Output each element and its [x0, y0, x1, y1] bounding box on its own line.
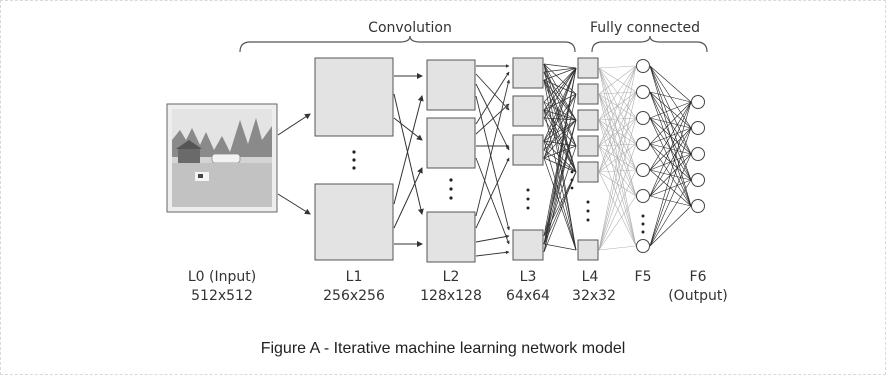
- f5-neuron: [636, 163, 650, 177]
- l2-map: [426, 211, 476, 263]
- layer-name-l1: L1: [346, 269, 363, 285]
- f6-neuron: [691, 199, 705, 213]
- fully-connected-label: Fully connected: [590, 20, 700, 36]
- layer-name-f5: F5: [635, 269, 652, 285]
- figure-caption: Figure A - Iterative machine learning ne…: [260, 340, 626, 357]
- l1-map: [314, 57, 394, 137]
- layer-name-l2: L2: [443, 269, 460, 285]
- layer-size-l3: 64x64: [506, 288, 550, 304]
- f5-neuron: [636, 85, 650, 99]
- f6-neuron: [691, 121, 705, 135]
- layer-size-l2: 128x128: [420, 288, 482, 304]
- convolution-label: Convolution: [368, 20, 452, 36]
- f5-neuron: [636, 59, 650, 73]
- f5-neuron: [636, 189, 650, 203]
- f6-neuron: [691, 173, 705, 187]
- layer-name-l3: L3: [520, 269, 537, 285]
- l2-map: [426, 117, 476, 169]
- l4-map: [577, 83, 599, 105]
- l2-map: [426, 59, 476, 111]
- fully-connected-brace: [591, 35, 708, 53]
- l3-map: [512, 134, 544, 166]
- f5-neuron: [636, 111, 650, 125]
- layer-size-l4: 32x32: [572, 288, 616, 304]
- l4-map: [577, 57, 599, 79]
- layer-size-l0: 512x512: [191, 288, 253, 304]
- l3-map: [512, 57, 544, 89]
- network-diagram: Convolution Fully connected: [166, 20, 728, 304]
- l4-map: [577, 109, 599, 131]
- l3-map: [512, 229, 544, 261]
- layer-size-l1: 256x256: [323, 288, 385, 304]
- layer-name-l4: L4: [582, 269, 599, 285]
- l4-map: [577, 135, 599, 157]
- l4-map: [577, 161, 599, 183]
- input-image: [166, 103, 278, 213]
- l1-map: [314, 183, 394, 261]
- f5-neuron: [636, 239, 650, 253]
- layer-name-f6: F6: [690, 269, 707, 285]
- f5-neuron: [636, 137, 650, 151]
- layer-name-l0: L0 (Input): [188, 269, 256, 285]
- l4-map: [577, 239, 599, 261]
- f6-neuron: [691, 147, 705, 161]
- convolution-brace: [239, 35, 576, 53]
- f6-neuron: [691, 95, 705, 109]
- layer-size-f6: (Output): [668, 288, 728, 304]
- l3-map: [512, 95, 544, 127]
